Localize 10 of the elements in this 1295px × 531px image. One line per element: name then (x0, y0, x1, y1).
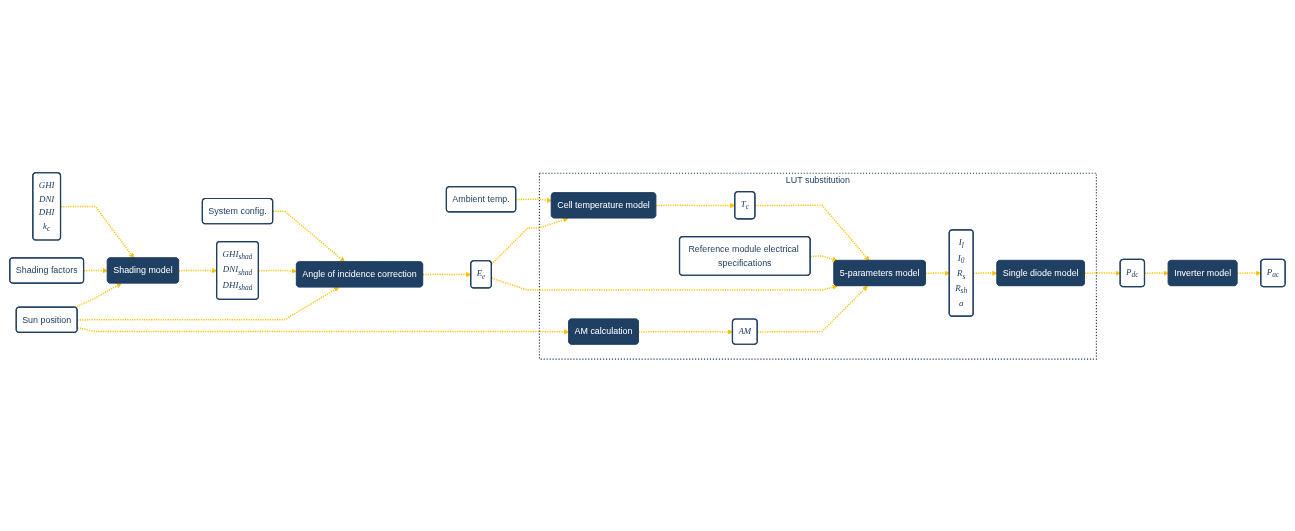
arrow (638, 328, 733, 335)
arrow (490, 216, 569, 265)
arrow (925, 270, 950, 276)
arrow (1144, 270, 1169, 276)
arrow (515, 197, 552, 203)
arrow (60, 205, 135, 258)
arrow (74, 282, 122, 308)
arrow (83, 267, 108, 273)
arrow (1084, 270, 1121, 276)
arrow (272, 209, 346, 262)
